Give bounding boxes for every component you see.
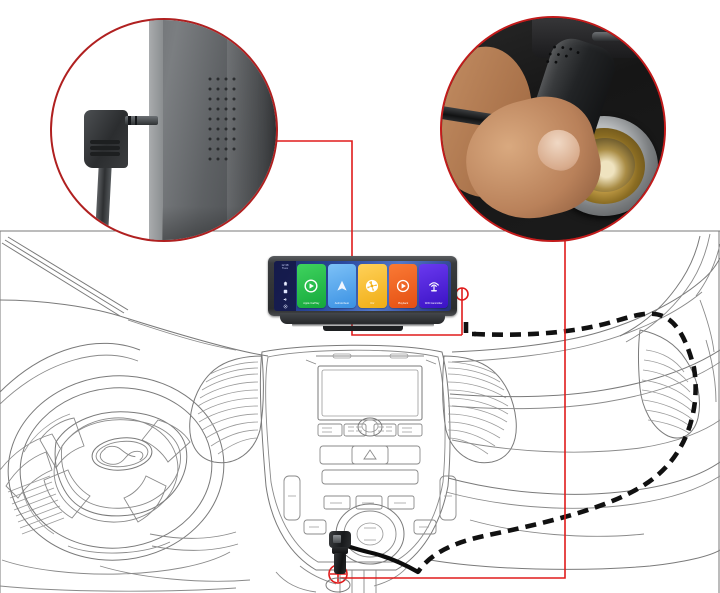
android-auto-icon	[335, 279, 349, 293]
center-air-vents	[189, 355, 517, 464]
plug-head	[329, 531, 351, 548]
carplay-monitor[interactable]: 12:38 Tues	[268, 256, 464, 334]
screen-sidebar: 12:38 Tues	[274, 261, 296, 311]
tile-dvr[interactable]: Dvr	[358, 264, 387, 308]
carplay-icon	[304, 278, 318, 293]
wifi-transmitter-icon	[427, 279, 441, 293]
socket-outline	[325, 577, 351, 593]
center-console	[259, 344, 457, 571]
monitor-stand-pad	[292, 323, 434, 327]
apps-icon[interactable]	[283, 281, 288, 294]
plug-vent-holes-icon	[538, 39, 599, 89]
tile-label: Dvr	[370, 302, 375, 305]
monitor-chin	[280, 313, 445, 324]
speaker-grill-icon	[207, 75, 247, 165]
tile-playback[interactable]: Playback	[388, 264, 418, 308]
camera-aperture-icon	[365, 279, 379, 293]
home-icon[interactable]	[283, 273, 288, 286]
app-tile-grid: Apple CarPlay Android Auto	[296, 261, 451, 311]
hyundai-emblem	[91, 437, 153, 471]
tile-apple-carplay[interactable]: Apple CarPlay	[297, 264, 326, 308]
console-slot	[592, 32, 664, 41]
callout-cigarette-socket	[440, 16, 666, 242]
volume-icon[interactable]	[283, 289, 288, 301]
tile-android-auto[interactable]: Android Auto	[327, 264, 357, 308]
plug-neck	[332, 547, 348, 554]
tile-label: Apple CarPlay	[303, 302, 320, 305]
monitor-stand-base	[323, 326, 403, 331]
passenger-dash	[429, 233, 720, 570]
tile-label: WiFi transmitter	[424, 302, 443, 305]
guide-line-right	[340, 240, 566, 579]
right-angle-jack-plug	[84, 110, 128, 168]
steering-wheel	[1, 375, 239, 575]
status-day: Tues	[281, 267, 289, 271]
status-clock: 12:38	[281, 264, 289, 267]
monitor-bevel	[227, 20, 276, 240]
cigarette-plug-illustration	[327, 531, 353, 575]
play-circle-icon	[396, 279, 410, 293]
plug-barrel	[334, 553, 346, 574]
tile-label: Android Auto	[334, 302, 350, 305]
tile-wifi-transmitter[interactable]: WiFi transmitter	[419, 264, 448, 308]
monitor-front-edge	[149, 20, 163, 240]
monitor-screen[interactable]: 12:38 Tues	[274, 261, 451, 311]
guide-line-left	[262, 140, 462, 336]
cable-route-dashed	[463, 322, 476, 337]
callout-audio-jack	[50, 18, 278, 242]
monitor-side-panel	[149, 20, 276, 240]
monitor-shadow	[162, 206, 276, 240]
tile-label: Playback	[398, 302, 409, 305]
settings-icon[interactable]	[283, 296, 288, 309]
jack-pin	[125, 116, 158, 125]
